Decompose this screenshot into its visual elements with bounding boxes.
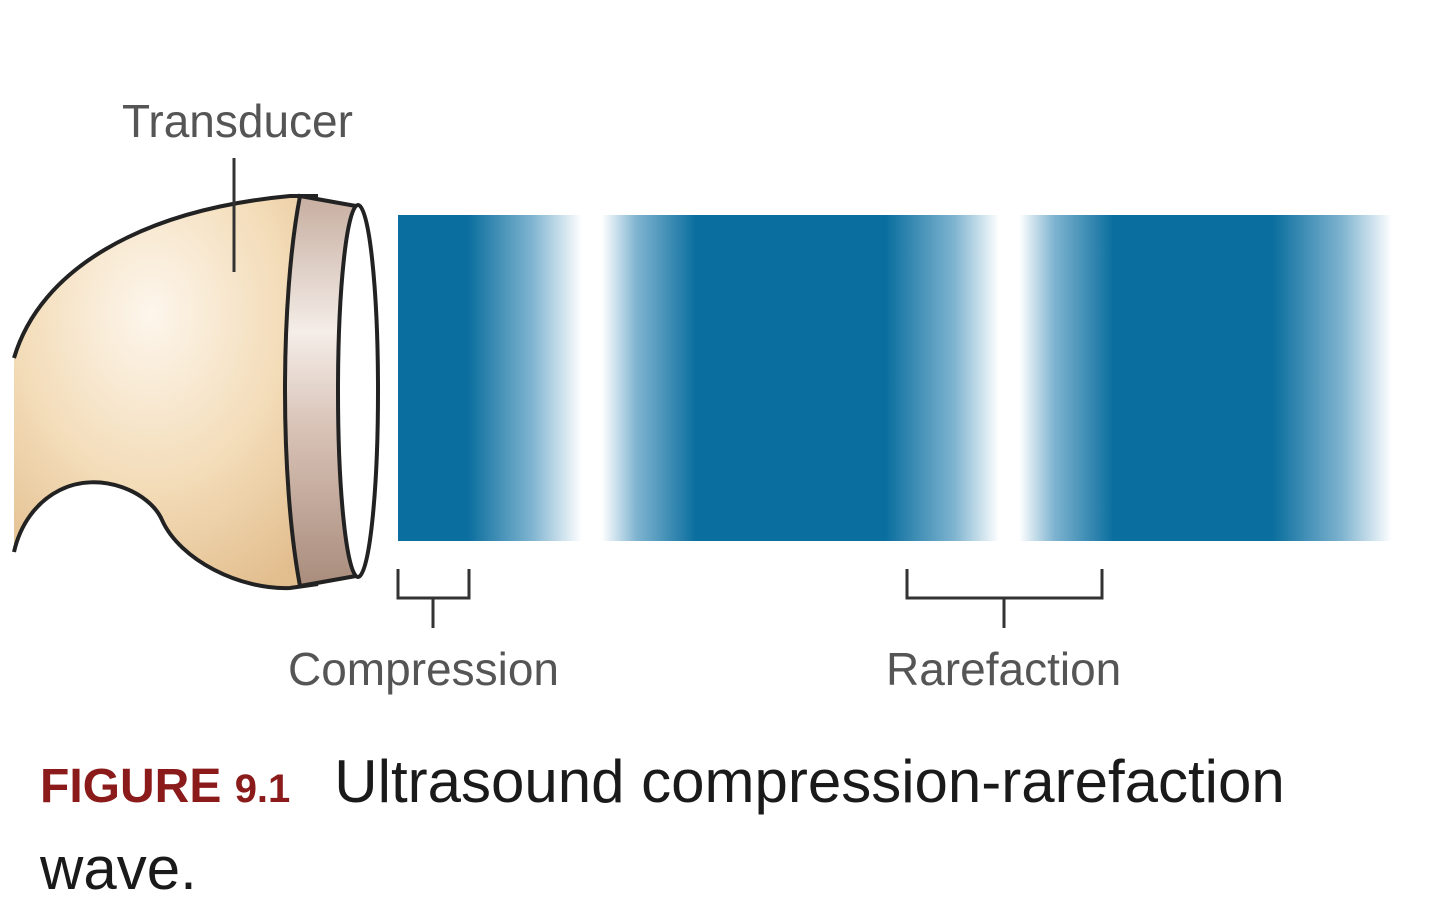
caption-figure-number: 9.1 — [234, 767, 291, 811]
caption-text: Ultrasound compression-rarefaction wave. — [40, 748, 1285, 902]
caption-figure-word: FIGURE — [40, 760, 222, 813]
compression-label: Compression — [288, 643, 559, 695]
transducer-label: Transducer — [122, 95, 353, 147]
transducer-outline-top — [12, 194, 318, 359]
transducer-face — [336, 203, 380, 579]
wave-band — [398, 215, 1392, 541]
transducer — [12, 158, 380, 591]
compression-bracket — [396, 569, 471, 628]
transducer-outline-bottom — [12, 480, 319, 591]
transducer-body — [14, 196, 318, 589]
rarefaction-label: Rarefaction — [886, 643, 1122, 695]
rarefaction-bracket — [905, 569, 1104, 628]
caption-figure-label: FIGURE 9.1 — [40, 760, 290, 813]
